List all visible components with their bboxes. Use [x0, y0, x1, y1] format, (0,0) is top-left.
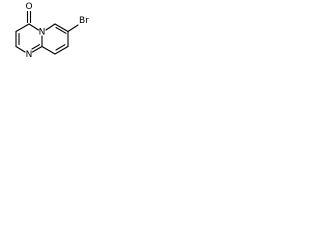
bond-n1-c9a [31, 45, 43, 53]
bond-c6-c7-double [55, 26, 67, 34]
bond-c4-n5 [28, 23, 40, 31]
molecule-structure: O N N Br [15, 2, 89, 60]
bromine-label: Br [79, 16, 89, 26]
nitrogen-label: N [26, 50, 33, 60]
bond-n1-c9a-double [31, 44, 41, 50]
bond-c9-c9a [41, 45, 56, 55]
bond-c7-br [67, 24, 79, 33]
bond-c4-c3 [15, 23, 30, 33]
bond-c6-c7 [54, 23, 69, 33]
bond-c8-c9 [54, 45, 69, 55]
nitrogen-bridge-label: N [39, 28, 46, 38]
structure-canvas: O N N Br [0, 0, 98, 73]
oxygen-label: O [25, 2, 32, 12]
bond-group [15, 10, 79, 55]
bond-c8-c9-double [55, 44, 66, 51]
bond-n5-c6 [45, 23, 56, 31]
bond-c2-n1 [15, 45, 26, 53]
